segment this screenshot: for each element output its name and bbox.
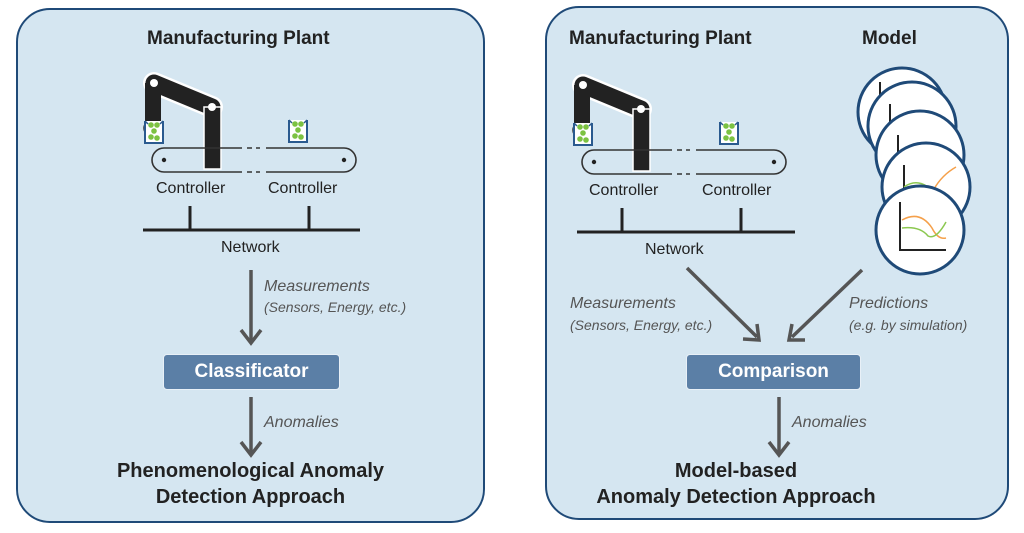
left-network-label: Network bbox=[221, 239, 280, 256]
right-measurements-sub: (Sensors, Energy, etc.) bbox=[570, 317, 713, 333]
left-plant-title: Manufacturing Plant bbox=[147, 28, 330, 49]
comparison-box: Comparison bbox=[686, 354, 861, 390]
predictions-sub: (e.g. by simulation) bbox=[849, 317, 968, 333]
model-title: Model bbox=[862, 28, 917, 49]
right-approach-line1: Model-based bbox=[674, 460, 798, 482]
left-controller-2-label: Controller bbox=[268, 180, 338, 197]
right-measurements-label: Measurements bbox=[570, 295, 676, 312]
right-controller-2-label: Controller bbox=[702, 182, 772, 199]
classificator-box: Classificator bbox=[163, 354, 340, 390]
left-approach-line1: Phenomenological Anomaly bbox=[116, 460, 385, 482]
right-approach-line2: Anomaly Detection Approach bbox=[596, 486, 876, 508]
predictions-label: Predictions bbox=[849, 295, 929, 312]
right-controller-1-label: Controller bbox=[589, 182, 659, 199]
left-controller-1-label: Controller bbox=[156, 180, 226, 197]
phenomenological-panel bbox=[16, 8, 485, 523]
right-plant-title: Manufacturing Plant bbox=[569, 28, 752, 49]
right-approach-title: Model-based Anomaly Detection Approach bbox=[545, 458, 927, 510]
right-network-label: Network bbox=[645, 241, 704, 258]
left-measurements-label: Measurements bbox=[264, 278, 370, 295]
left-measurements-sub: (Sensors, Energy, etc.) bbox=[264, 299, 407, 315]
model-based-panel bbox=[545, 6, 1009, 520]
left-anomalies-label: Anomalies bbox=[264, 414, 339, 431]
right-anomalies-label: Anomalies bbox=[792, 414, 867, 431]
left-approach-line2: Detection Approach bbox=[155, 486, 346, 508]
left-approach-title: Phenomenological Anomaly Detection Appro… bbox=[16, 458, 485, 510]
